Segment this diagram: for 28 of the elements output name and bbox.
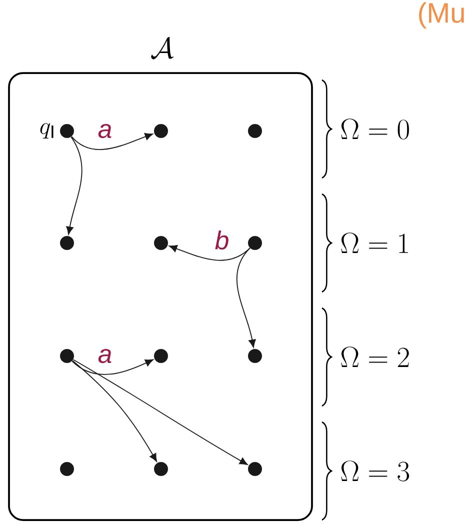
state-dot (154, 236, 168, 250)
note: (Mu (419, 2, 464, 28)
arrow (72, 360, 158, 462)
omega-label: $\Omega = 2$ (341, 346, 409, 367)
state-dot (248, 462, 262, 476)
arrow (168, 245, 250, 261)
edge-label: a (98, 124, 112, 138)
state-label: $q_{\mathrm{I}}$ (40, 123, 54, 139)
omega-label: $\Omega = 0$ (341, 118, 409, 140)
arrow (66, 136, 82, 235)
state-dot (60, 462, 74, 476)
arrow (72, 359, 154, 375)
state-dot (60, 349, 74, 363)
state-dot (154, 462, 168, 476)
arrow (236, 248, 256, 348)
state-dot (154, 124, 168, 138)
state-dot (154, 349, 168, 363)
arrow (71, 133, 154, 150)
edge-label: b (215, 230, 228, 250)
arrow (72, 359, 248, 466)
state-dot (60, 124, 74, 138)
heading: $\mathcal{A}$ (151, 36, 174, 60)
state-dot (248, 236, 262, 250)
rounded-box (8, 72, 313, 521)
edge-label: a (98, 348, 112, 364)
omega-label: $\Omega = 1$ (341, 232, 408, 253)
state-dot (248, 124, 262, 138)
omega-label: $\Omega = 3$ (341, 460, 410, 482)
